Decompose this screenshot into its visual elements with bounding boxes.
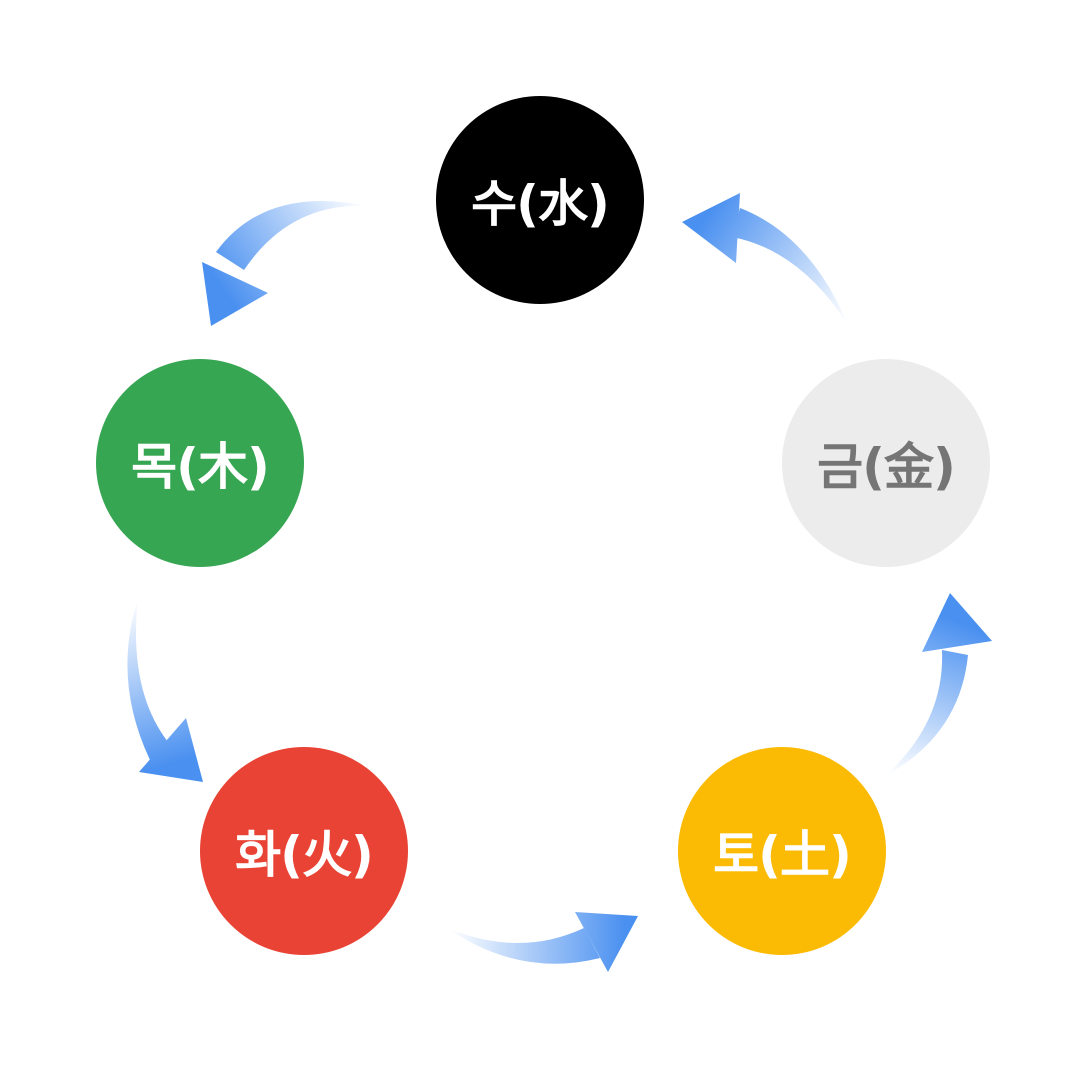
node-earth-label: 토(土): [713, 826, 852, 884]
arrow-head: [922, 593, 992, 652]
arrow-body: [447, 928, 600, 964]
node-fire: 화(火): [200, 747, 408, 955]
node-earth: 토(土): [678, 747, 886, 955]
node-metal: 금(金): [782, 359, 990, 567]
arrow-body: [127, 598, 168, 760]
arrow-body: [216, 200, 368, 270]
node-water: 수(水): [436, 96, 644, 304]
arrow-fire-to-earth: [447, 912, 638, 972]
arrow-earth-to-metal: [885, 593, 992, 776]
arrow-water-to-wood: [202, 200, 368, 326]
arrow-head: [575, 912, 638, 972]
arrow-metal-to-water: [682, 193, 848, 325]
arrow-head: [139, 718, 203, 782]
node-wood: 목(木): [96, 359, 304, 567]
node-metal-label: 금(金): [817, 438, 956, 496]
arrow-head: [202, 262, 268, 326]
node-wood-label: 목(木): [131, 438, 270, 496]
node-water-label: 수(水): [471, 175, 610, 233]
arrow-body: [732, 208, 848, 325]
arrow-body: [885, 650, 968, 776]
arrow-wood-to-fire: [127, 598, 203, 782]
node-fire-label: 화(火): [235, 826, 374, 884]
arrow-head: [682, 193, 740, 263]
